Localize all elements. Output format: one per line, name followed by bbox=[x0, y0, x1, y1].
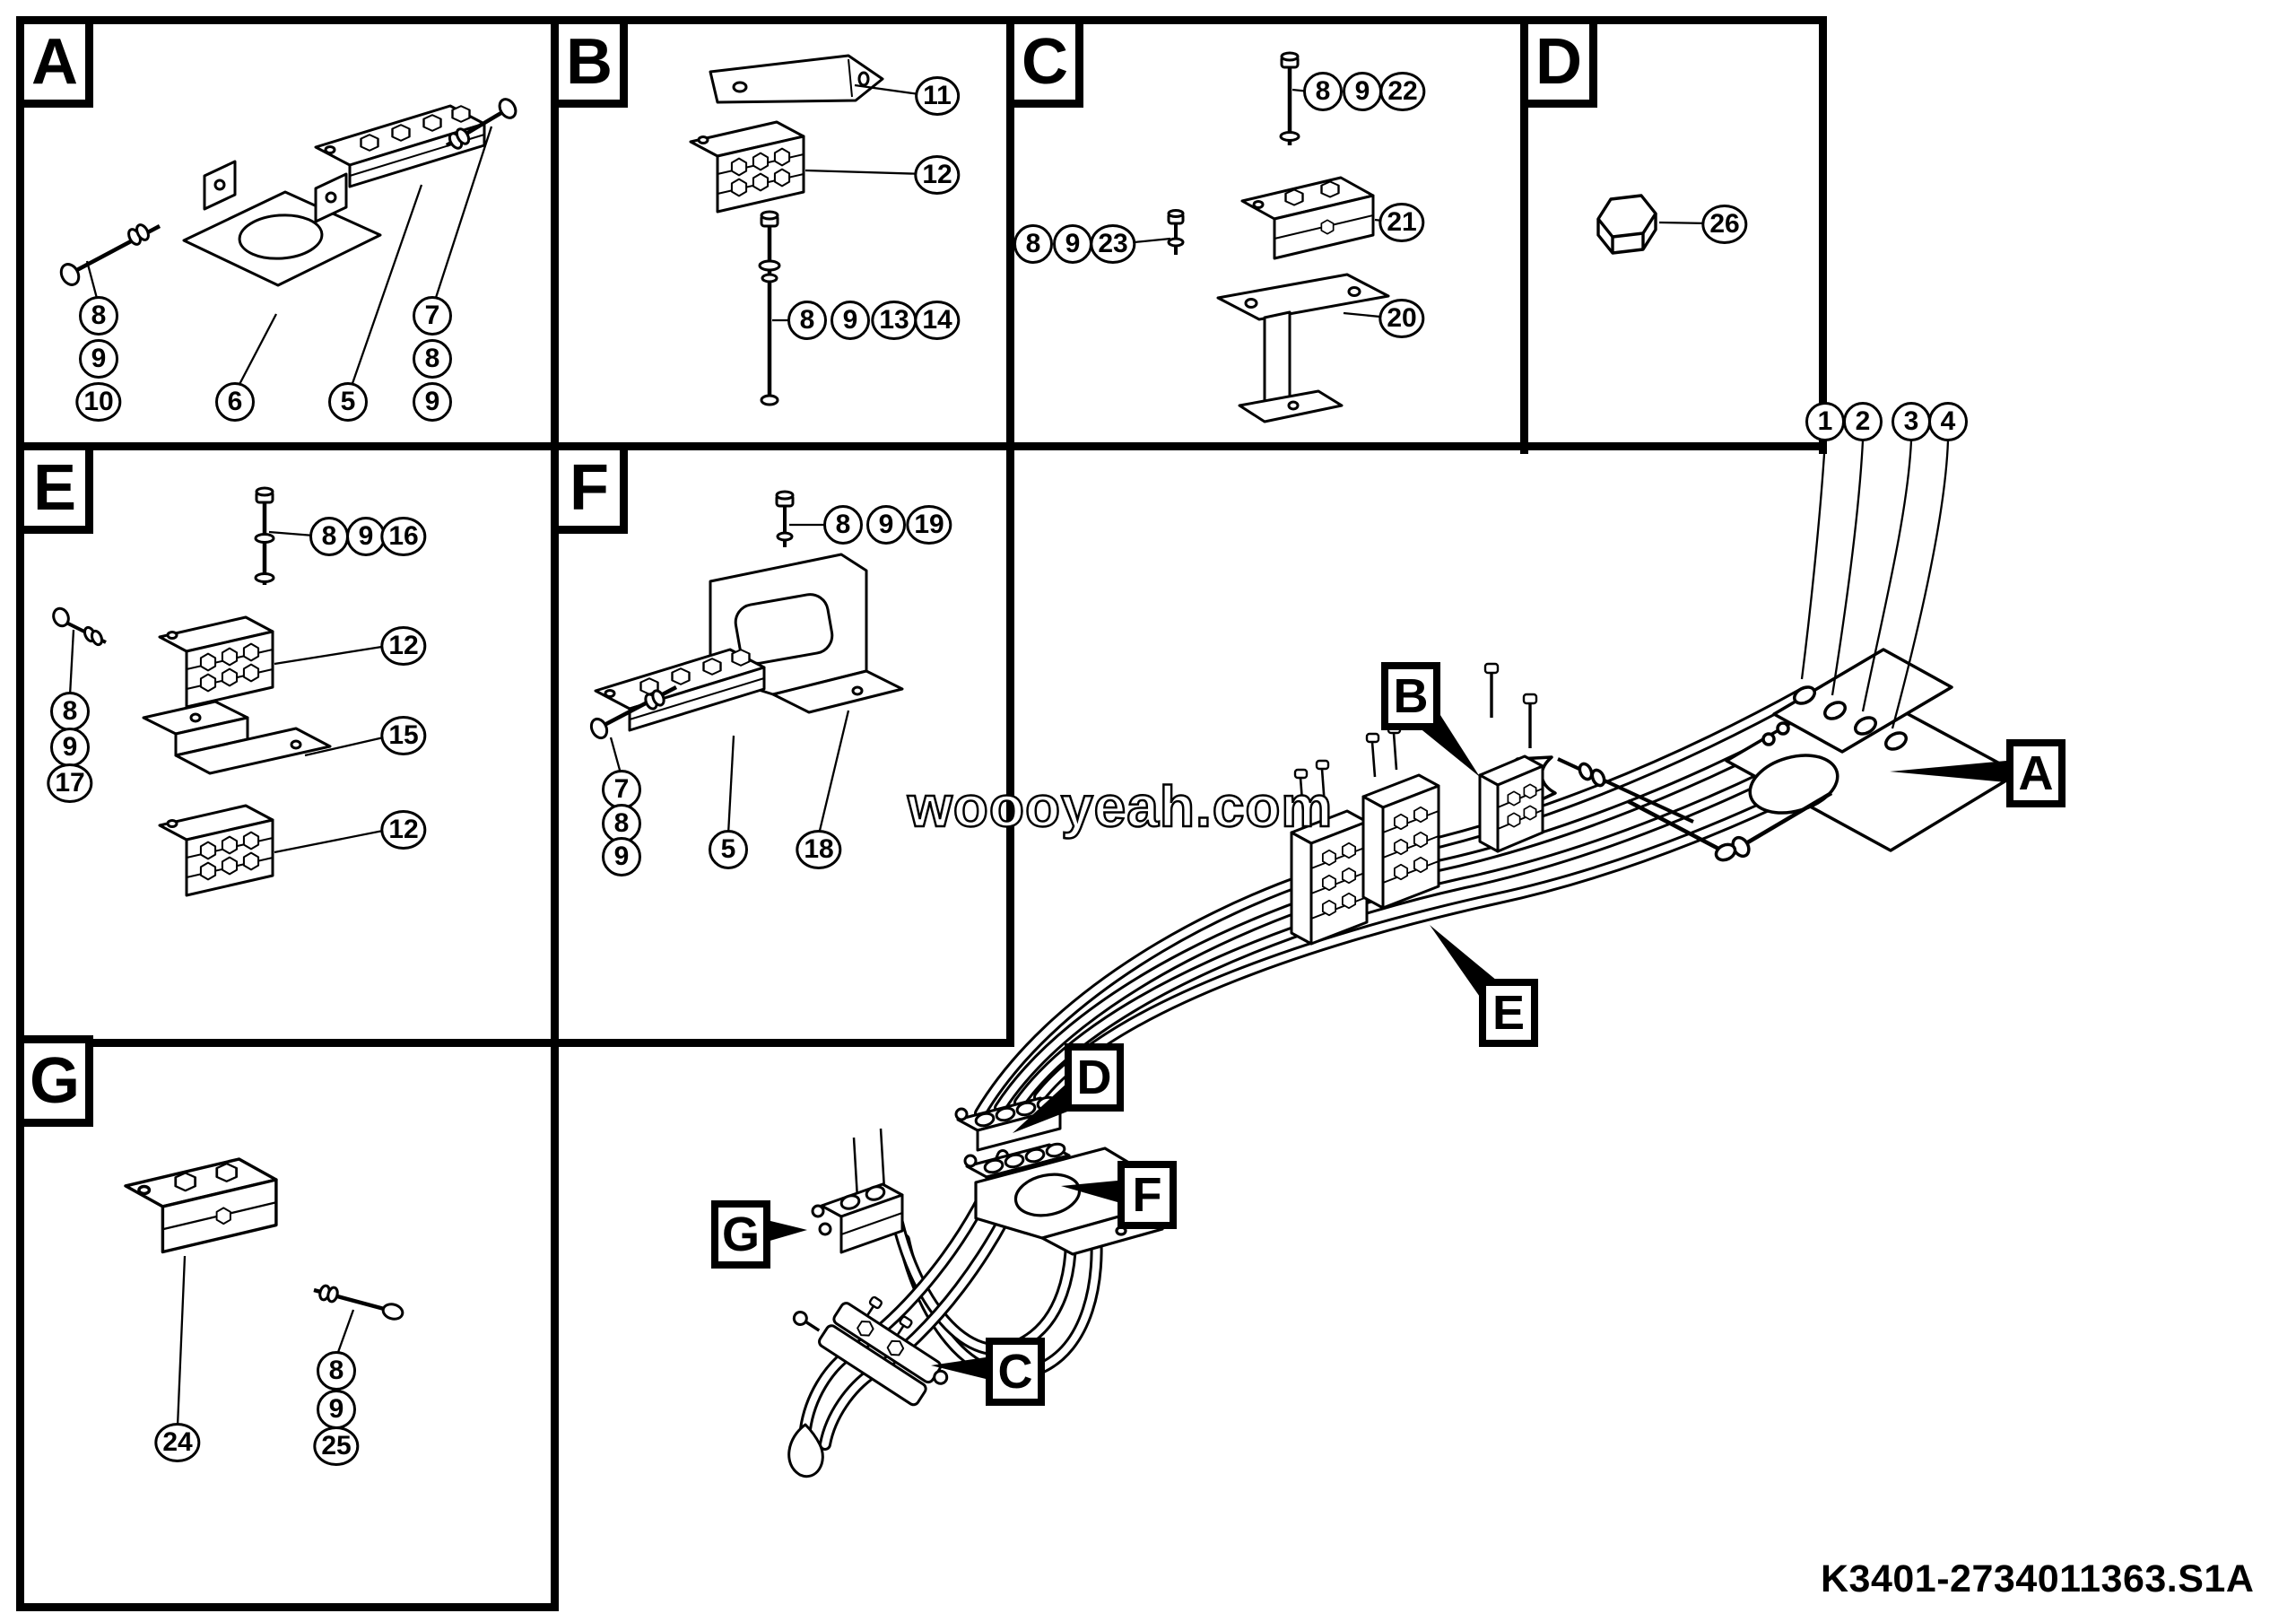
callout-circle: 4 bbox=[1928, 402, 1968, 441]
callout-circle: 9 bbox=[317, 1390, 356, 1429]
assembly-ref-label-f: F bbox=[1118, 1161, 1177, 1229]
callout-circle: 19 bbox=[906, 505, 952, 545]
ref-letter: F bbox=[1132, 1168, 1162, 1222]
panel-letter: B bbox=[566, 26, 613, 98]
assembly-ref-label-d: D bbox=[1065, 1043, 1124, 1112]
grid-line bbox=[1819, 16, 1827, 454]
callout-circle: 21 bbox=[1378, 203, 1425, 242]
ref-letter: G bbox=[721, 1208, 760, 1261]
panel-label-g: G bbox=[16, 1035, 93, 1127]
grid-line bbox=[16, 442, 1827, 450]
callout-circle: 8 bbox=[787, 301, 827, 340]
callout-circle: 8 bbox=[602, 804, 641, 843]
panel-c-parts bbox=[1167, 51, 1390, 423]
callout-circle: 9 bbox=[602, 837, 641, 876]
panel-a-parts bbox=[59, 98, 517, 287]
callout-circle: 5 bbox=[328, 382, 368, 422]
grid-line bbox=[16, 1039, 1014, 1047]
assembly-pipe-end bbox=[787, 1423, 824, 1478]
callout-circle: 11 bbox=[915, 76, 960, 116]
ref-letter: E bbox=[1492, 986, 1526, 1040]
callout-circle: 7 bbox=[602, 770, 641, 809]
panel-label-d: D bbox=[1520, 16, 1597, 108]
panel-letter: A bbox=[31, 26, 78, 98]
panel-f-parts bbox=[589, 490, 904, 740]
panel-label-c: C bbox=[1006, 16, 1083, 108]
panel-label-f: F bbox=[551, 442, 628, 534]
callout-circle: 26 bbox=[1701, 205, 1748, 244]
callout-circle: 1 bbox=[1805, 402, 1845, 441]
assembly-clamp-c bbox=[792, 1295, 949, 1407]
callout-circle: 8 bbox=[823, 505, 863, 545]
callout-circle: 7 bbox=[413, 296, 452, 336]
panel-label-b: B bbox=[551, 16, 628, 108]
panel-label-a: A bbox=[16, 16, 93, 108]
panel-letter: E bbox=[32, 452, 77, 524]
callout-circle: 2 bbox=[1843, 402, 1883, 441]
panel-label-e: E bbox=[16, 442, 93, 534]
callout-circle: 8 bbox=[413, 339, 452, 379]
ref-letter: C bbox=[997, 1345, 1033, 1399]
grid-line bbox=[16, 1603, 559, 1611]
callout-circle: 8 bbox=[79, 296, 118, 336]
callout-circle: 6 bbox=[215, 382, 255, 422]
callout-circle: 9 bbox=[346, 517, 386, 556]
panel-d-parts bbox=[1596, 194, 1657, 255]
panel-letter: D bbox=[1535, 26, 1582, 98]
callout-circle: 12 bbox=[380, 810, 427, 850]
callout-circle: 8 bbox=[1303, 72, 1343, 111]
callout-circle: 12 bbox=[380, 626, 427, 666]
callout-circle: 16 bbox=[380, 517, 427, 556]
panel-g-parts bbox=[126, 1159, 404, 1321]
callout-circle: 25 bbox=[313, 1426, 360, 1466]
grid-line bbox=[1006, 16, 1014, 1047]
assembly-ref-label-a: A bbox=[2006, 739, 2066, 807]
callout-circle: 9 bbox=[79, 339, 118, 379]
callout-circle: 9 bbox=[866, 505, 906, 545]
assembly-ref-label-b: B bbox=[1381, 662, 1440, 730]
grid-line bbox=[551, 16, 559, 1611]
callout-circle: 3 bbox=[1892, 402, 1931, 441]
callout-circle: 9 bbox=[50, 728, 90, 767]
callout-circle: 12 bbox=[914, 155, 961, 195]
callout-circle: 18 bbox=[796, 830, 842, 869]
callout-circle: 9 bbox=[413, 382, 452, 422]
callout-circle: 10 bbox=[75, 382, 122, 422]
callout-circle: 13 bbox=[871, 301, 918, 340]
assembly-clamp-b bbox=[1478, 662, 1544, 853]
callout-circle: 15 bbox=[380, 716, 427, 755]
callout-circle: 23 bbox=[1090, 224, 1136, 264]
assembly-ref-label-e: E bbox=[1479, 979, 1538, 1047]
callout-circle: 8 bbox=[1013, 224, 1053, 264]
panel-letter: C bbox=[1022, 26, 1068, 98]
callout-circle: 9 bbox=[831, 301, 870, 340]
assembly-ref-label-c: C bbox=[986, 1338, 1045, 1406]
callout-circle: 8 bbox=[317, 1351, 356, 1391]
callout-circle: 5 bbox=[709, 830, 748, 869]
callout-circle: 14 bbox=[914, 301, 961, 340]
callout-circle: 22 bbox=[1379, 72, 1426, 111]
grid-line bbox=[1520, 16, 1528, 454]
grid-line bbox=[16, 16, 1827, 24]
callout-circle: 8 bbox=[309, 517, 349, 556]
assembly-clamp-g bbox=[811, 1128, 904, 1254]
callout-circle: 17 bbox=[47, 763, 93, 803]
grid-line bbox=[16, 16, 24, 1611]
ref-letter: B bbox=[1393, 669, 1429, 723]
ref-letter: D bbox=[1076, 1051, 1112, 1104]
callout-circle: 20 bbox=[1378, 299, 1425, 338]
callout-circle: 24 bbox=[154, 1423, 201, 1462]
callout-circle: 9 bbox=[1343, 72, 1382, 111]
panel-letter: G bbox=[29, 1045, 80, 1117]
panel-e-parts bbox=[52, 486, 332, 895]
panel-b-parts bbox=[691, 54, 884, 406]
assembly-ref-label-g: G bbox=[711, 1200, 770, 1269]
watermark-text: woooyeah.com bbox=[907, 773, 1334, 841]
panel-letter: F bbox=[570, 452, 609, 524]
ref-letter: A bbox=[2018, 746, 2054, 800]
drawing-number: K3401-2734011363.S1A bbox=[1821, 1557, 2255, 1600]
callout-circle: 8 bbox=[50, 692, 90, 731]
callout-circle: 9 bbox=[1053, 224, 1092, 264]
